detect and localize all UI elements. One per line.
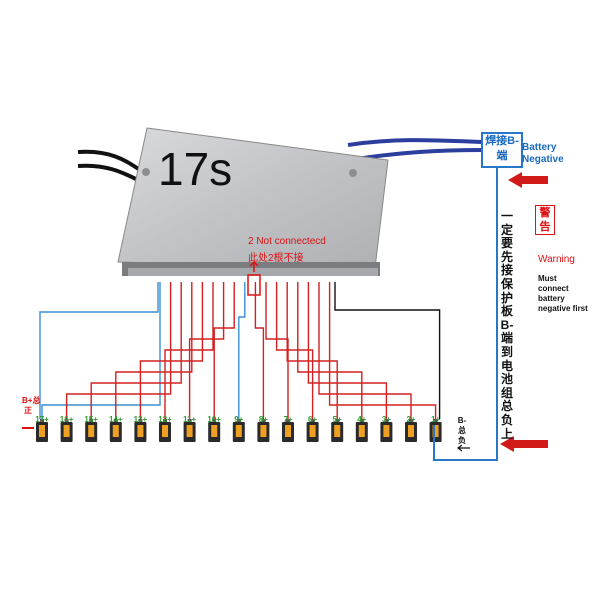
red-sense-wire: [90, 282, 182, 419]
red-sense-wire: [318, 282, 412, 419]
red-sense-wire: [213, 282, 235, 419]
battery-cell-icon: [60, 419, 73, 442]
blue-sense-wire: [238, 282, 246, 419]
red-sense-wire: [286, 282, 338, 419]
not-connected-marker: [247, 274, 261, 296]
battery-cell-icon: [355, 419, 368, 442]
blue-sense-wire: [41, 282, 161, 419]
cell-label: 13+: [133, 415, 148, 424]
battery-cell-icon: [208, 419, 221, 442]
battery-negative-line-1: Battery: [522, 142, 557, 153]
cell-label: 17+: [35, 415, 49, 424]
blue-output-cable: [347, 138, 484, 147]
battery-cell-icon: [331, 419, 344, 442]
cell-label: 10+: [207, 415, 221, 424]
warning-title-cn: 警告: [535, 205, 555, 235]
battery-cell-icon: [306, 419, 319, 442]
red-sense-wire: [307, 282, 388, 419]
board-screw: [142, 168, 150, 176]
black-cable: [77, 149, 142, 172]
cell-label: 15+: [84, 415, 98, 424]
arrow-left-icon: [457, 444, 470, 452]
arrow-left-icon: [500, 436, 548, 452]
battery-cell-icon: [109, 419, 122, 442]
battery-negative-line-2: Negative: [522, 154, 564, 165]
b-negative-instruction: 一定要先接保护板B-端到电池组总负上: [500, 209, 514, 441]
red-sense-wire: [139, 282, 204, 419]
battery-cell-icon: [159, 419, 171, 442]
board-screw: [349, 169, 357, 177]
battery-cell-icon: [36, 419, 48, 442]
battery-cell-icon: [405, 419, 417, 442]
battery-cell-icon: [134, 419, 147, 442]
cell-label: 12+: [158, 415, 172, 424]
battery-negative-label: Battery Negative: [522, 142, 564, 166]
sense-wires: [39, 282, 441, 419]
b-negative-solder-label: 焊接B-端: [481, 132, 523, 168]
red-sense-wire: [188, 282, 225, 419]
battery-cell-icon: [183, 419, 196, 442]
cell-label: 11+: [183, 415, 197, 424]
arrow-up-icon: [249, 260, 259, 272]
arrow-left-icon: [508, 172, 548, 188]
b-negative-wire: [433, 164, 498, 461]
red-sense-wire: [115, 282, 193, 419]
b-plus-terminal-label: B+总正: [22, 396, 41, 415]
cell-label: 9+: [234, 415, 244, 424]
battery-cell-icon: [232, 419, 245, 442]
cell-label: 2+: [406, 415, 416, 424]
battery-cell-icon: [282, 419, 294, 442]
cell-label: 16+: [59, 415, 74, 424]
cell-label: 4+: [357, 415, 367, 424]
battery-cell-icon: [85, 419, 98, 442]
battery-cell-icon: [429, 419, 442, 442]
board-title: 17s: [158, 143, 233, 195]
battery-cell-icon: [380, 419, 393, 442]
battery-cell-icon: [257, 419, 270, 442]
warning-title: Warning: [538, 254, 575, 265]
cell-label: 1+: [431, 415, 441, 424]
red-sense-wire: [65, 282, 172, 419]
cell-label: 6+: [308, 415, 318, 424]
red-sense-wire: [254, 282, 265, 419]
cell-row: [36, 419, 442, 442]
black-sense-wire: [334, 282, 441, 419]
warning-text: Must connect battery negative first: [538, 274, 588, 313]
not-connected-label: 2 Not connectecd: [248, 236, 326, 247]
cell-label: 3+: [381, 415, 391, 424]
b-minus-terminal-label: B-总负: [457, 416, 467, 445]
red-sense-wire: [275, 282, 314, 419]
board-connector-strip: [128, 268, 378, 276]
black-cable: [77, 163, 139, 182]
cell-label: 8+: [258, 415, 268, 424]
cell-label: 7+: [283, 415, 293, 424]
blue-sense-wire: [39, 282, 159, 419]
cell-label: 14+: [109, 415, 123, 424]
red-sense-wire: [328, 282, 437, 419]
not-connected-label-cn: 此处2根不接: [248, 253, 304, 264]
cell-label: 5+: [332, 415, 342, 424]
